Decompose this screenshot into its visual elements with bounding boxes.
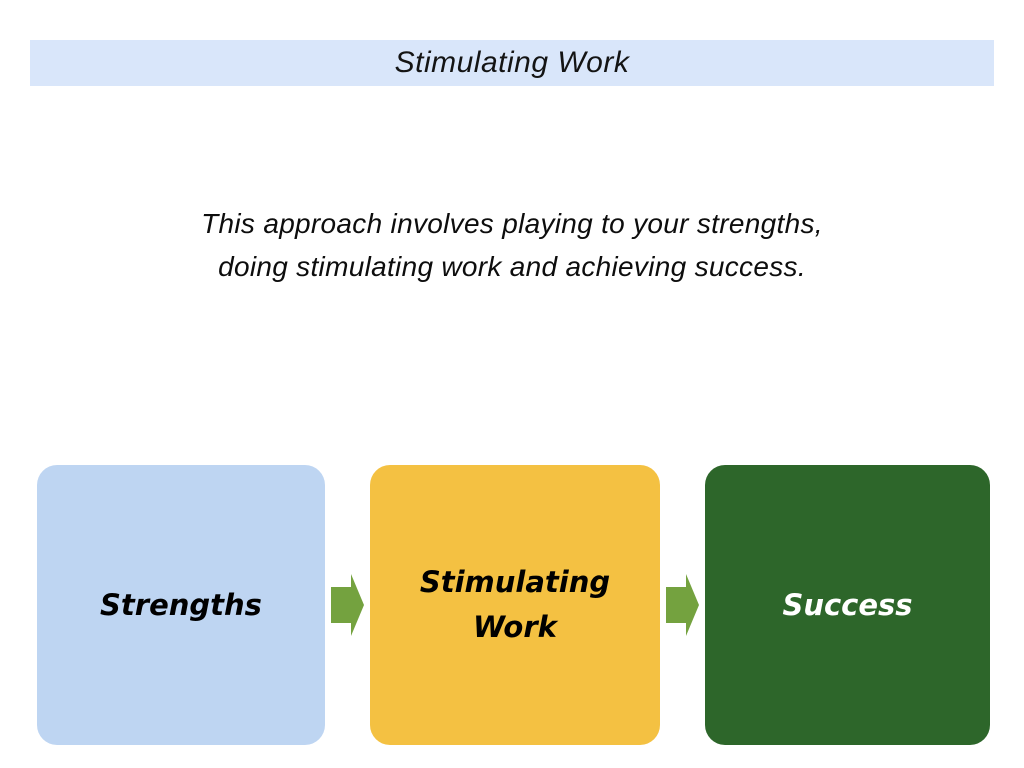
flow-step-stimulating-work-label-line-2: Work (473, 610, 557, 644)
intro-line-2: doing stimulating work and achieving suc… (218, 251, 806, 282)
flow-arrow-1-slot (325, 465, 370, 745)
intro-line-1: This approach involves playing to your s… (201, 208, 823, 239)
title-bar: Stimulating Work (30, 40, 994, 86)
intro-text: This approach involves playing to your s… (0, 202, 1024, 288)
right-arrow-icon (331, 574, 364, 636)
right-arrow-icon (666, 574, 699, 636)
flow-step-strengths-label: Strengths (100, 587, 262, 622)
flow-step-success: Success (705, 465, 990, 745)
flow-step-strengths: Strengths (37, 465, 325, 745)
flow-diagram: Strengths Stimulating Work Success (37, 465, 990, 745)
flow-step-stimulating-work-label-line-1: Stimulating (419, 565, 611, 599)
flow-arrow-2-slot (660, 465, 705, 745)
flow-step-stimulating-work: Stimulating Work (370, 465, 660, 745)
flow-step-success-label: Success (782, 587, 913, 622)
page-title: Stimulating Work (394, 46, 630, 79)
